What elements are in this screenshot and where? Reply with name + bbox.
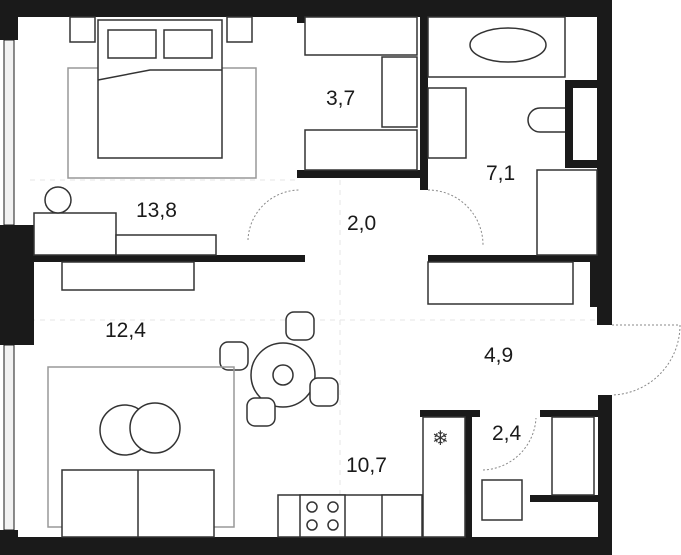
shoe-cabinet	[427, 261, 574, 305]
tv-stand	[61, 261, 195, 291]
area-label-bedroom: 13,8	[136, 199, 177, 222]
window-living	[3, 344, 15, 531]
floor-grid	[30, 179, 600, 555]
area-label-living-room: 12,4	[105, 319, 146, 342]
chair	[219, 341, 249, 371]
bathroom-door	[427, 189, 484, 246]
toilet	[527, 107, 565, 133]
storage-door	[482, 417, 537, 471]
dishwasher	[381, 494, 423, 538]
entrance-door	[611, 324, 681, 396]
desk	[33, 186, 217, 291]
chair	[309, 377, 339, 407]
wardrobe-furniture	[304, 16, 418, 171]
storage-shelf	[551, 416, 595, 496]
living-furniture	[47, 366, 235, 538]
area-label-storage: 2,4	[492, 422, 522, 445]
cooktop	[299, 494, 346, 538]
nightstand-right	[226, 16, 253, 43]
nightstand-left	[69, 16, 96, 43]
desk-chair	[44, 186, 72, 214]
dining-set	[219, 311, 339, 427]
area-label-hallway: 2,0	[347, 212, 376, 235]
windows	[3, 39, 15, 531]
walls	[0, 0, 612, 555]
shower	[536, 169, 598, 256]
bed	[67, 16, 257, 179]
washing-machine	[481, 479, 523, 521]
chair	[285, 311, 315, 341]
snowflake-icon: ❄	[432, 428, 449, 450]
area-label-entrance-hall: 4,9	[484, 344, 513, 367]
chair	[246, 397, 276, 427]
fridge	[422, 416, 466, 538]
window-bedroom	[3, 39, 15, 226]
kitchen-fixtures: ❄	[277, 416, 595, 538]
doors	[247, 189, 681, 471]
bedroom-door	[247, 189, 301, 241]
area-label-wardrobe: 3,7	[326, 87, 355, 110]
area-label-bathroom: 7,1	[486, 162, 515, 185]
bathroom-fixtures	[427, 16, 598, 305]
area-label-kitchen: 10,7	[346, 454, 387, 477]
sink	[427, 87, 467, 159]
room-labels: 13,8 3,7 2,0 7,1 12,4 4,9 2,4 10,7	[105, 87, 522, 477]
